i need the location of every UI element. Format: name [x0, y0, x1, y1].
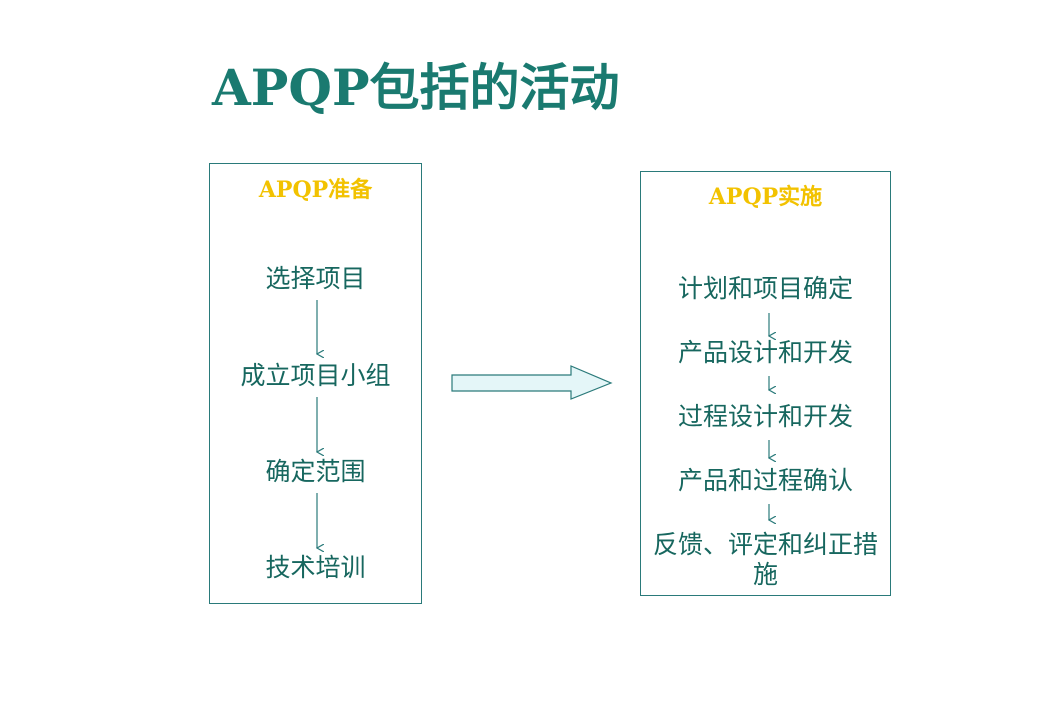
step-technical-training: 技术培训 [265, 553, 366, 582]
step-plan-define: 计划和项目确定 [677, 274, 853, 303]
step-feedback-corrective: 反馈、评定和纠正措施 [653, 530, 879, 589]
apqp-preparation-panel: APQP准备 选择项目 成立项目小组 确定范围 技术培训 [209, 163, 422, 604]
step-select-project: 选择项目 [265, 264, 366, 293]
apqp-implementation-panel: APQP实施 计划和项目确定 产品设计和开发 过程设计和开发 产品和过程确认 反… [640, 171, 891, 596]
page-title: APQP包括的活动 [212, 58, 620, 117]
step-validation: 产品和过程确认 [677, 466, 853, 495]
big-block-arrow [451, 365, 613, 400]
step-product-design: 产品设计和开发 [677, 338, 853, 367]
step-process-design: 过程设计和开发 [677, 402, 853, 431]
panel-title-preparation: APQP准备 [258, 177, 373, 203]
step-define-scope: 确定范围 [265, 457, 366, 486]
step-form-team: 成立项目小组 [240, 361, 391, 390]
panel-title-implementation: APQP实施 [708, 184, 823, 210]
